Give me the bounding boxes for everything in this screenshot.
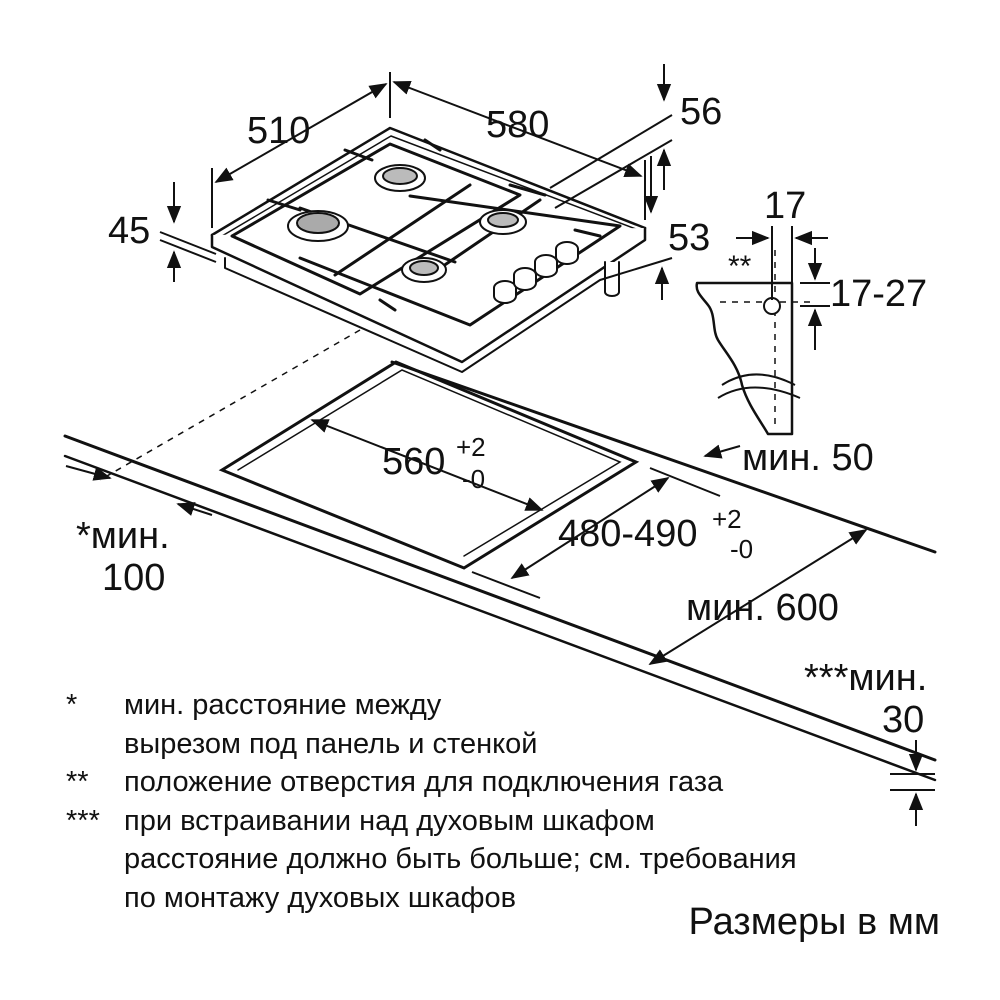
burner-rear-right (479, 209, 527, 235)
dim-cutout-depth: 480-490 (558, 513, 697, 555)
gas-connection-profile (695, 250, 810, 436)
worktop-front-top (63, 434, 937, 762)
footnote: расстояние должно быть больше; см. требо… (66, 840, 966, 879)
dim-side-min: *мин. (76, 515, 170, 557)
footnote: *** при встраивании над духовым шкафом (66, 802, 966, 841)
gas-mark: ** (728, 250, 752, 283)
dim-580: 580 (486, 104, 549, 146)
burner-front-left (287, 210, 349, 242)
dim-17: 17 (764, 185, 806, 227)
dim-56: 56 (680, 91, 722, 133)
dimension-lines (65, 64, 935, 826)
dimension-labels: 510 580 56 45 53 17 ** 17-27 мин. 50 560… (76, 91, 927, 741)
footnote: вырезом под панель и стенкой (66, 725, 966, 764)
footnote-text: положение отверстия для подключения газа (124, 766, 724, 798)
hob-front-edge (210, 226, 647, 364)
footnote: * мин. расстояние между (66, 686, 966, 725)
footnote-mark (66, 725, 124, 764)
dim-cutout-depth-sup: +2 (712, 504, 742, 534)
footnote: ** положение отверстия для подключения г… (66, 763, 966, 802)
worktop (63, 360, 937, 782)
control-knobs (493, 241, 579, 304)
dim-oven-min-value: 30 (882, 699, 924, 741)
burner-front-right (401, 257, 447, 283)
footnote-text: вырезом под панель и стенкой (124, 727, 538, 760)
dim-cutout-width: 560 (382, 441, 445, 483)
worktop-front-bottom (63, 454, 937, 782)
dim-53: 53 (668, 217, 710, 259)
dim-oven-min: ***мин. (804, 657, 927, 699)
dim-side-min-value: 100 (102, 557, 165, 599)
dim-worktop-min-600: мин. 600 (686, 587, 839, 629)
dim-17-27: 17-27 (830, 273, 927, 315)
footnote-mark: *** (66, 804, 100, 837)
cutout (218, 360, 640, 570)
gas-connector (604, 261, 620, 297)
hob-base (224, 257, 601, 373)
worktop-back-edge (390, 360, 937, 554)
footnote-mark: * (66, 689, 78, 721)
projection-line (99, 329, 361, 481)
footnote-text: по монтажу духовых шкафов (124, 881, 516, 914)
hob (210, 126, 647, 373)
footnote: по монтажу духовых шкафов (66, 879, 966, 918)
dim-45: 45 (108, 210, 150, 252)
dim-cutout-width-sub: -0 (462, 464, 485, 494)
footnote-text: расстояние должно быть больше; см. требо… (124, 843, 797, 875)
footnotes: * мин. расстояние между вырезом под пане… (66, 686, 966, 917)
dim-510: 510 (247, 110, 310, 152)
dim-wall-min-50: мин. 50 (742, 437, 874, 479)
dim-cutout-width-sup: +2 (456, 432, 486, 462)
footnote-mark (66, 840, 124, 879)
footnote-text: при встраивании над духовым шкафом (124, 804, 655, 837)
units-label: Размеры в мм (688, 901, 940, 943)
footnote-mark (66, 879, 124, 918)
dim-cutout-depth-sub: -0 (730, 534, 753, 564)
burner-rear-left (374, 164, 426, 192)
footnote-text: мин. расстояние между (124, 689, 442, 721)
footnote-mark: ** (66, 766, 89, 798)
